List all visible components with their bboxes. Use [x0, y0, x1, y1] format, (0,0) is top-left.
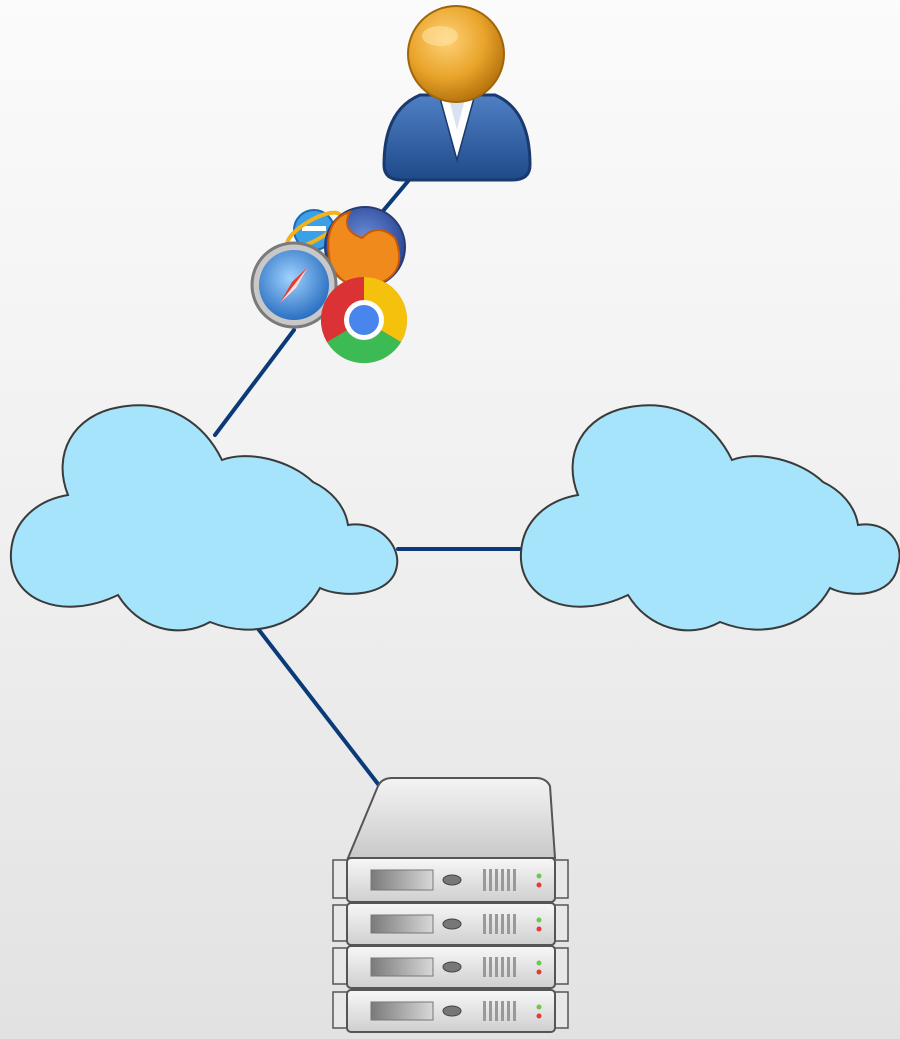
- safari-icon: [250, 241, 338, 329]
- chrome-icon: [320, 276, 408, 364]
- server-unit: [332, 857, 569, 903]
- user-icon: [382, 5, 532, 182]
- cloud-icon: [9, 404, 399, 632]
- server-rack-icon: [332, 777, 569, 1033]
- server-unit: [332, 902, 569, 946]
- web-browsers-icon: [250, 206, 408, 364]
- connector-cloud-left-to-server: [240, 606, 380, 786]
- server-unit: [332, 989, 569, 1033]
- connector-browsers-to-cloud-left: [213, 328, 296, 437]
- server-unit: [332, 945, 569, 989]
- firefox-icon: [324, 206, 406, 288]
- cloud-icon: [519, 404, 900, 632]
